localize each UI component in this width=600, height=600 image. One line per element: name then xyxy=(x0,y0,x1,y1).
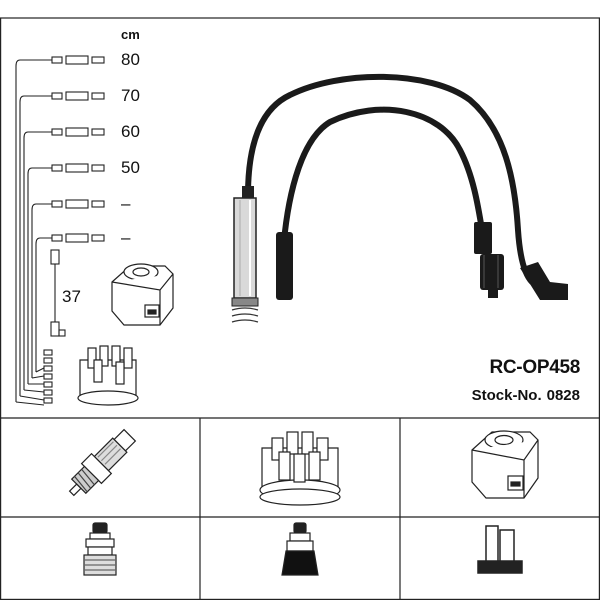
schematic-distributor-icon xyxy=(77,345,139,406)
part-number: RC-OP458 xyxy=(489,357,580,378)
stock-number: 0828 xyxy=(546,387,580,404)
length-label-6: – xyxy=(121,228,131,247)
schematic-coil-icon xyxy=(111,263,174,326)
stock-number-line: Stock-No.0828 xyxy=(472,387,580,404)
coil-lead xyxy=(50,249,66,337)
length-label-1: 80 xyxy=(121,50,140,69)
plug-terminal-icon xyxy=(83,522,117,576)
frame-lines xyxy=(0,17,600,600)
stock-label: Stock-No. xyxy=(471,387,542,404)
cap-terminal-icon xyxy=(281,522,319,576)
bottom-connectors xyxy=(15,349,53,406)
length-label-5: – xyxy=(121,194,131,213)
coil-terminal-icon xyxy=(477,525,523,574)
ignition-coil-icon xyxy=(471,430,539,499)
length-label-3: 60 xyxy=(121,122,140,141)
length-label-2: 70 xyxy=(121,86,140,105)
distributor-cap-icon xyxy=(259,431,341,506)
wire-plugs xyxy=(51,55,105,243)
length-label-4: 50 xyxy=(121,158,140,177)
coil-lead-length: 37 xyxy=(62,287,81,306)
ignition-cables-photo xyxy=(231,73,568,323)
wire-length-schematic xyxy=(15,55,105,406)
unit-label: cm xyxy=(121,27,140,42)
spark-plug-icon xyxy=(68,428,137,497)
